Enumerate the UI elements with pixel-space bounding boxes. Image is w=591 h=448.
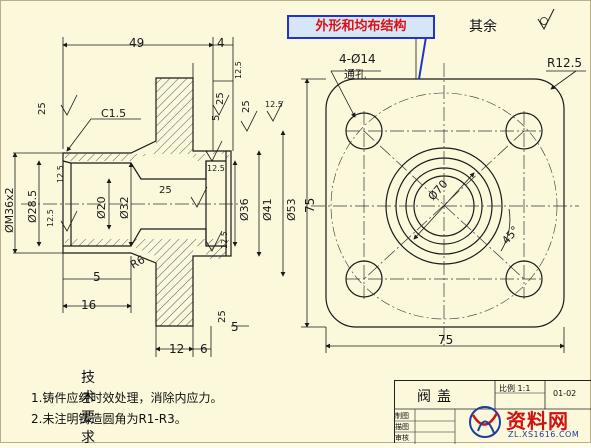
section-view (62, 77, 232, 327)
part-name: 阀盖 (417, 389, 457, 405)
dim-45deg: 45° (499, 224, 521, 247)
end-view-dimensions (301, 39, 586, 353)
roughness-25-e: 25 (217, 310, 228, 323)
callout-pointer (418, 36, 427, 80)
end-view (325, 78, 565, 328)
roughness-12-5-c: 12.5 (207, 164, 225, 173)
notes-heading: 技术要求 (81, 370, 97, 446)
dim-d28-5: Ø28.5 (26, 190, 39, 223)
dim-16: 16 (81, 298, 96, 312)
dim-5-right: 5 (231, 320, 239, 334)
watermark-url: ZL.XS1616.COM (508, 430, 580, 439)
section-hatch-bottom (65, 239, 229, 326)
dim-6: 6 (200, 342, 208, 356)
dim-through: 通孔 (344, 68, 366, 81)
dim-d32: Ø32 (118, 196, 131, 219)
row-traced: 描图 (395, 423, 409, 431)
watermark-logo-icon (469, 406, 501, 438)
notes-line-1: 1.铸件应经时效处理，消除内应力。 (31, 391, 223, 405)
scale-label: 比例 1:1 (499, 384, 531, 393)
dim-holes: 4-Ø14 (339, 52, 376, 66)
rest-roughness-icon (537, 8, 555, 31)
bottom-dimensions (62, 253, 249, 357)
roughness-12-5-b: 12.5 (265, 100, 283, 109)
watermark: 资料网 ZL.XS1616.COM (464, 403, 591, 443)
flange-square (325, 78, 565, 328)
dim-75-vertical: 75 (303, 198, 317, 213)
section-hatch-top (65, 78, 229, 161)
row-checked: 审核 (395, 434, 409, 442)
vertical-dimensions (12, 130, 286, 277)
dim-thread: ØM36x2 (3, 187, 16, 233)
roughness-12-5-f: 12.5 (220, 231, 229, 249)
dim-d20: Ø20 (95, 196, 108, 219)
section-outline (62, 77, 232, 327)
roughness-12-5-d: 12.5 (56, 165, 65, 183)
roughness-25-a: 25 (37, 102, 48, 115)
notes-line-2: 2.未注明铸造圆角为R1-R3。 (31, 412, 187, 426)
callout-label: 外形和均布结构 (287, 15, 435, 39)
roughness-25-c: 25 (215, 92, 226, 105)
roughness-25-b: 25 (159, 185, 172, 196)
rest-roughness-label: 其余 (469, 19, 497, 35)
dim-r12-5: R12.5 (547, 56, 582, 70)
dim-d53: Ø53 (285, 198, 298, 221)
drawing-code: 01-02 (553, 389, 577, 398)
dim-r6: R6 (128, 253, 147, 272)
dim-d36: Ø36 (238, 198, 251, 221)
dim-5-top: 5 (211, 115, 222, 121)
roughness-symbols (60, 94, 284, 252)
end-view-centerlines (311, 63, 579, 346)
watermark-site: 资料网 (506, 409, 569, 433)
dim-5-left: 5 (93, 270, 101, 284)
dim-49: 49 (129, 36, 144, 50)
dim-75-horizontal: 75 (438, 333, 453, 347)
dim-12: 12 (169, 342, 184, 356)
dim-d41: Ø41 (261, 198, 274, 221)
roughness-12-5-e: 12.5 (46, 209, 55, 227)
row-drawn: 制图 (395, 412, 409, 420)
dim-4: 4 (217, 36, 225, 50)
title-block: 阀盖 比例 1:1 01-02 制图 描图 审核 (394, 380, 591, 444)
roughness-25-d: 25 (241, 100, 252, 113)
top-dimensions (62, 37, 234, 151)
dim-d70: Ø70 (426, 177, 451, 203)
roughness-12-5-a: 12.5 (234, 61, 243, 79)
dim-chamfer: C1.5 (101, 107, 126, 120)
